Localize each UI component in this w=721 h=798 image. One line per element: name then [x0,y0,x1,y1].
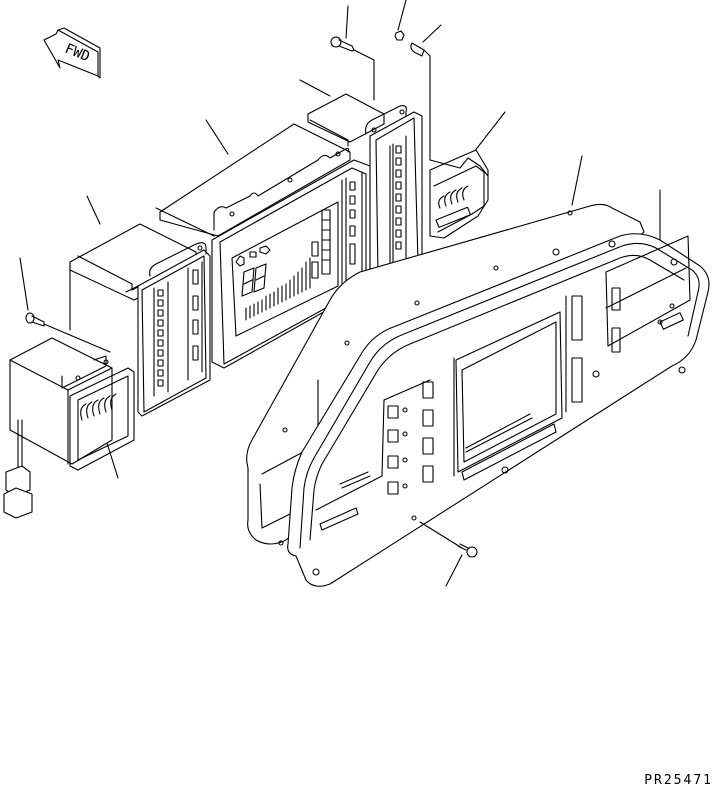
module-left-gauge-face [137,242,211,417]
bulb-top [410,42,431,161]
module-right-cover [307,93,407,147]
module-center-case [155,123,351,237]
connector-left-harness [3,337,135,519]
lcd-window [231,201,339,337]
bargraph [245,257,311,321]
bolt-left [25,312,111,353]
switch-column [387,381,434,495]
callout-c11 [105,439,119,479]
connector-right [429,149,489,239]
vertical-gauge [321,209,331,275]
nut-top [394,30,405,41]
callout-c7 [473,111,506,153]
callout-c1 [345,5,349,39]
front-bezel [287,233,710,587]
callout-c8 [571,155,583,206]
bolt-top-left-module [330,36,375,101]
bezel-screw [419,521,478,558]
side-slot-column [565,295,600,413]
module-right-lamp-panel [369,111,423,281]
callout-c3 [422,24,442,43]
turn-left-indicator-icon [235,255,245,267]
lamp-column [389,135,407,267]
callout-c12 [445,554,463,587]
callout-c5 [205,119,229,155]
callout-c6 [86,195,101,225]
callout-c4 [299,79,331,97]
arrow-left-icon [43,29,99,77]
lamp-column-right [187,261,203,381]
callout-c10 [19,257,29,311]
digital-readout [241,263,267,297]
lamp-column-left [153,281,169,397]
part-number-label: PR25471 [644,773,713,788]
callout-c2 [397,0,407,31]
module-center-display [211,159,371,369]
spring-contacts [80,393,117,421]
callout-leader-lines [19,0,661,587]
spring-contacts [438,185,469,209]
fwd-label: FWD [63,41,92,65]
turn-right-indicator-icon [259,245,271,255]
display-window [461,321,557,463]
fwd-direction-badge: FWD [43,27,101,79]
